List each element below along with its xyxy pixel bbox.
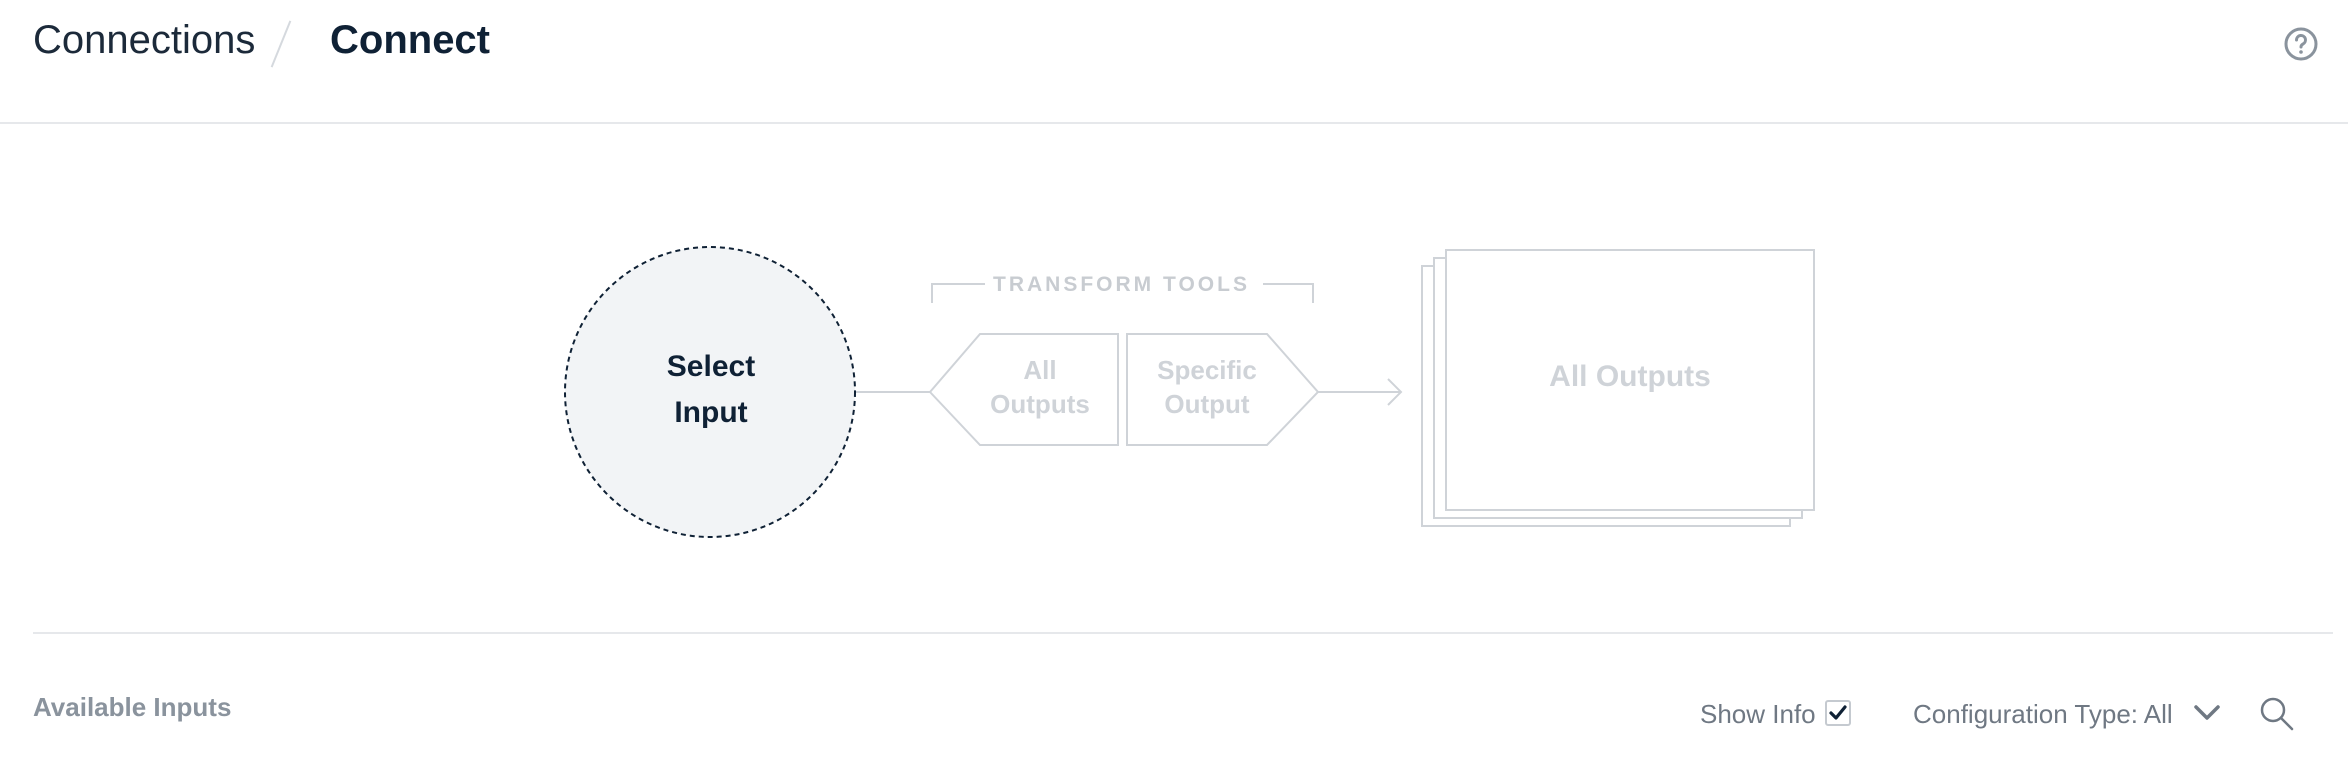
section-divider xyxy=(33,632,2333,634)
checkmark-icon xyxy=(1829,705,1847,720)
chevron-down-icon[interactable] xyxy=(2192,703,2222,723)
breadcrumb-separator xyxy=(270,20,292,68)
all-outputs-card[interactable] xyxy=(1445,249,1815,511)
all-outputs-tool-label: All Outputs xyxy=(990,355,1090,419)
question-circle-icon[interactable] xyxy=(2283,26,2319,62)
transform-tools-bracket xyxy=(931,283,1314,303)
page-header: Connections Connect xyxy=(0,0,2348,124)
breadcrumb-connections-link[interactable]: Connections xyxy=(33,18,256,62)
specific-output-tool[interactable] xyxy=(1126,333,1320,446)
available-inputs-title: Available Inputs xyxy=(33,692,232,722)
configuration-type-dropdown[interactable]: Configuration Type: All xyxy=(1913,699,2173,729)
show-info-checkbox[interactable] xyxy=(1825,700,1851,726)
all-outputs-card-label: All Outputs xyxy=(1549,360,1711,393)
select-input-label: Select Input xyxy=(666,350,756,429)
transform-tools-label: TRANSFORM TOOLS xyxy=(993,273,1250,296)
page-title: Connect xyxy=(330,18,490,62)
search-icon[interactable] xyxy=(2258,695,2296,733)
all-outputs-tool[interactable] xyxy=(928,333,1119,446)
show-info-label[interactable]: Show Info xyxy=(1700,699,1816,729)
select-input-node[interactable] xyxy=(564,246,856,538)
connection-diagram: Select Input TRANSFORM TOOLS All Outputs… xyxy=(0,126,2348,631)
output-arrow-head xyxy=(1387,378,1403,406)
specific-output-tool-label: Specific Output xyxy=(1157,355,1257,419)
